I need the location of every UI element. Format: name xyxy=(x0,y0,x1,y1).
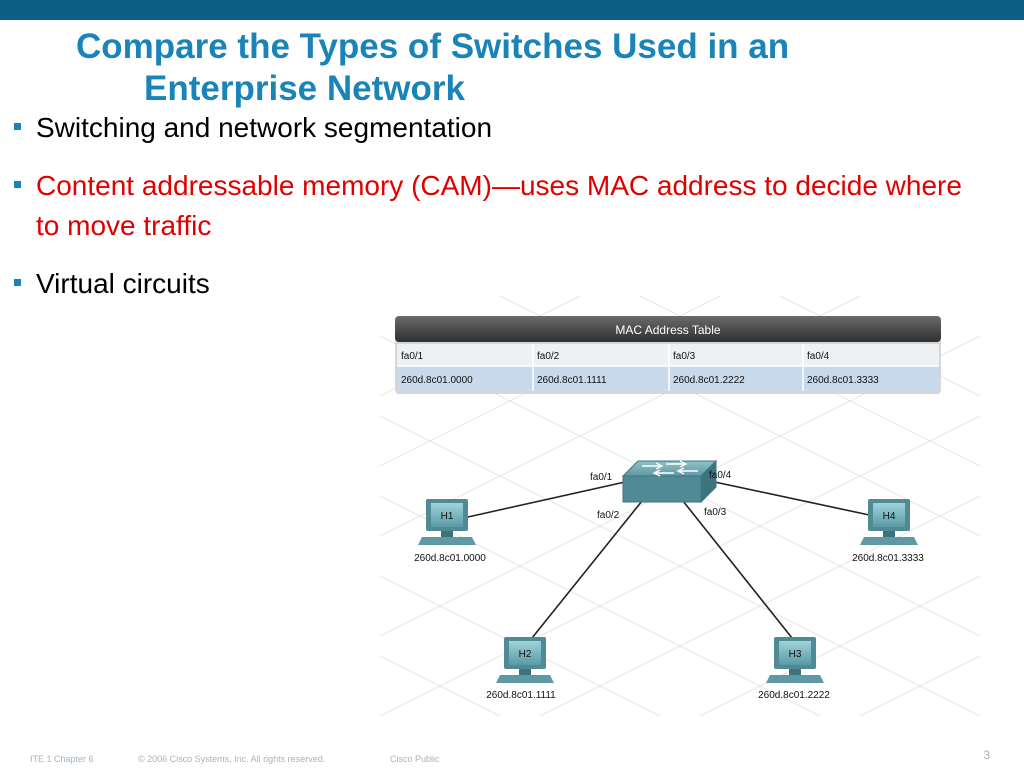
table-title: MAC Address Table xyxy=(615,323,720,337)
table-cell-port: fa0/3 xyxy=(673,351,696,362)
host-name: H1 xyxy=(441,511,454,522)
table-cell-port: fa0/4 xyxy=(807,351,830,362)
switch-icon xyxy=(621,459,718,504)
computer-icon: H1 xyxy=(418,499,476,545)
page-number: 3 xyxy=(983,748,990,762)
host-mac: 260d.8c01.2222 xyxy=(758,690,830,701)
mac-address-table: MAC Address Table fa0/1 fa0/2 fa0/3 fa0/… xyxy=(395,316,941,394)
host-name: H3 xyxy=(789,649,802,660)
table-cell-port: fa0/1 xyxy=(401,351,424,362)
bullet-square-icon xyxy=(14,279,21,286)
port-label: fa0/3 xyxy=(704,507,727,518)
link-h4 xyxy=(709,480,875,517)
link-h3 xyxy=(682,500,793,639)
table-cell-mac: 260d.8c01.3333 xyxy=(807,375,879,386)
slide-title-line-1: Compare the Types of Switches Used in an xyxy=(76,27,790,66)
computer-icon: H2 xyxy=(496,637,554,683)
table-cell-mac: 260d.8c01.1111 xyxy=(537,375,607,386)
slide-footer: ITE 1 Chapter 6 © 2006 Cisco Systems, In… xyxy=(0,750,1024,768)
bullet-square-icon xyxy=(14,181,21,188)
slide-title-line-2: Enterprise Network xyxy=(144,69,465,108)
table-cell-port: fa0/2 xyxy=(537,351,560,362)
host-name: H4 xyxy=(883,511,896,522)
port-label: fa0/4 xyxy=(709,470,732,481)
footer-classification: Cisco Public xyxy=(390,754,440,764)
host-mac: 260d.8c01.3333 xyxy=(852,553,924,564)
table-header-bar xyxy=(395,316,941,342)
table-cell-mac: 260d.8c01.0000 xyxy=(401,375,473,386)
host-mac: 260d.8c01.1111 xyxy=(486,690,556,701)
link-h1 xyxy=(467,481,626,518)
host-mac: 260d.8c01.0000 xyxy=(414,553,486,564)
bullet-text: Switching and network segmentation xyxy=(36,112,493,143)
bullet-item: Virtual circuits xyxy=(12,264,1002,304)
slide-title: Compare the Types of Switches Used in an… xyxy=(76,26,976,110)
bullet-text: Virtual circuits xyxy=(36,268,210,299)
host-name: H2 xyxy=(519,649,532,660)
switch-topology-figure: MAC Address Table fa0/1 fa0/2 fa0/3 fa0/… xyxy=(380,296,980,716)
bullet-square-icon xyxy=(14,123,21,130)
link-h2 xyxy=(531,500,643,639)
footer-course: ITE 1 Chapter 6 xyxy=(30,754,94,764)
computer-icon: H4 xyxy=(860,499,918,545)
bullet-item-highlighted: Content addressable memory (CAM)—uses MA… xyxy=(12,166,986,246)
network-links xyxy=(467,480,875,639)
port-label: fa0/1 xyxy=(590,472,613,483)
table-cell-mac: 260d.8c01.2222 xyxy=(673,375,745,386)
computer-icon: H3 xyxy=(766,637,824,683)
bullet-list: Switching and network segmentation Conte… xyxy=(12,108,1002,304)
bullet-text: Content addressable memory (CAM)—uses MA… xyxy=(36,170,962,241)
port-label: fa0/2 xyxy=(597,510,620,521)
top-banner xyxy=(0,0,1024,20)
bullet-item: Switching and network segmentation xyxy=(12,108,1002,148)
footer-copyright: © 2006 Cisco Systems, Inc. All rights re… xyxy=(138,754,326,764)
